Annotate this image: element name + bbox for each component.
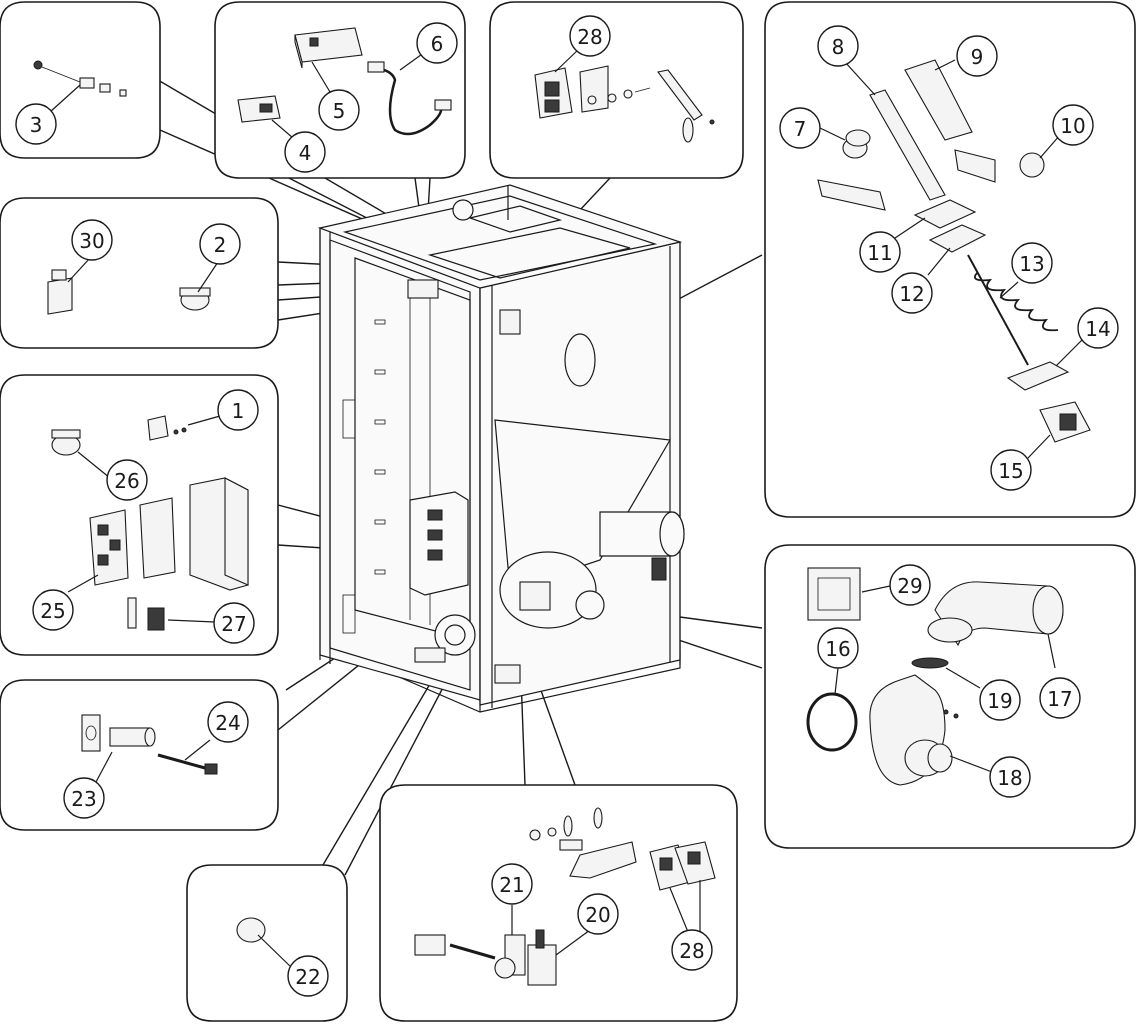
svg-text:26: 26 bbox=[114, 469, 139, 493]
panel-gear-motor-top bbox=[489, 1, 744, 179]
callout-3: 3 bbox=[15, 103, 57, 145]
callout-7: 7 bbox=[779, 107, 821, 149]
callout-1: 1 bbox=[217, 389, 259, 431]
callout-10: 10 bbox=[1052, 104, 1094, 146]
svg-text:4: 4 bbox=[299, 141, 312, 165]
callout-22: 22 bbox=[287, 955, 329, 997]
callout-5: 5 bbox=[318, 89, 360, 131]
callout-4: 4 bbox=[284, 131, 326, 173]
panel-blower-assembly bbox=[764, 544, 1136, 849]
panel-burner-parts bbox=[379, 784, 738, 1022]
callout-15: 15 bbox=[990, 449, 1032, 491]
callout-11: 11 bbox=[859, 231, 901, 273]
callout-23: 23 bbox=[63, 777, 105, 819]
svg-text:21: 21 bbox=[499, 873, 524, 897]
callout-6: 6 bbox=[416, 22, 458, 64]
boiler-frame-assembly bbox=[317, 184, 685, 713]
svg-text:30: 30 bbox=[79, 229, 104, 253]
panel-auger-assembly bbox=[764, 1, 1136, 518]
svg-text:19: 19 bbox=[987, 689, 1012, 713]
svg-text:2: 2 bbox=[214, 233, 227, 257]
svg-text:5: 5 bbox=[333, 99, 346, 123]
svg-text:10: 10 bbox=[1060, 114, 1085, 138]
callout-27: 27 bbox=[213, 602, 255, 644]
svg-text:7: 7 bbox=[794, 117, 807, 141]
callout-21: 21 bbox=[491, 863, 533, 905]
svg-text:17: 17 bbox=[1047, 687, 1072, 711]
callout-18: 18 bbox=[989, 756, 1031, 798]
svg-text:29: 29 bbox=[897, 574, 922, 598]
svg-text:25: 25 bbox=[40, 599, 65, 623]
svg-text:28: 28 bbox=[577, 25, 602, 49]
callout-9: 9 bbox=[956, 35, 998, 77]
callout-29: 29 bbox=[889, 564, 931, 606]
panel-sensors-thermostat bbox=[0, 197, 279, 349]
callout-26: 26 bbox=[106, 459, 148, 501]
svg-text:22: 22 bbox=[295, 965, 320, 989]
svg-text:1: 1 bbox=[232, 399, 245, 423]
callout-30: 30 bbox=[71, 219, 113, 261]
svg-text:11: 11 bbox=[867, 241, 892, 265]
svg-text:28: 28 bbox=[679, 939, 704, 963]
svg-text:8: 8 bbox=[832, 35, 845, 59]
callout-17: 17 bbox=[1039, 677, 1081, 719]
callout-12: 12 bbox=[891, 272, 933, 314]
svg-text:13: 13 bbox=[1019, 252, 1044, 276]
callout-2: 2 bbox=[199, 223, 241, 265]
svg-text:12: 12 bbox=[899, 282, 924, 306]
svg-text:6: 6 bbox=[431, 32, 444, 56]
panel-igniter bbox=[0, 679, 279, 831]
svg-text:9: 9 bbox=[971, 45, 984, 69]
svg-text:16: 16 bbox=[825, 637, 850, 661]
callout-8: 8 bbox=[817, 25, 859, 67]
callout-25: 25 bbox=[32, 589, 74, 631]
panel-control-board bbox=[0, 374, 279, 656]
svg-text:14: 14 bbox=[1085, 317, 1110, 341]
svg-text:23: 23 bbox=[71, 787, 96, 811]
svg-text:18: 18 bbox=[997, 766, 1022, 790]
svg-text:3: 3 bbox=[30, 113, 43, 137]
svg-text:27: 27 bbox=[221, 612, 246, 636]
callout-14: 14 bbox=[1077, 307, 1119, 349]
callout-20: 20 bbox=[577, 893, 619, 935]
svg-text:20: 20 bbox=[585, 903, 610, 927]
svg-text:24: 24 bbox=[215, 711, 240, 735]
callout-13: 13 bbox=[1011, 242, 1053, 284]
svg-text:15: 15 bbox=[998, 459, 1023, 483]
callout-24: 24 bbox=[207, 701, 249, 743]
callout-16: 16 bbox=[817, 627, 859, 669]
callout-19: 19 bbox=[979, 679, 1021, 721]
callout-28-bottom: 28 bbox=[671, 929, 713, 971]
callout-28-top: 28 bbox=[569, 15, 611, 57]
panel-gasket-disc bbox=[186, 864, 348, 1022]
